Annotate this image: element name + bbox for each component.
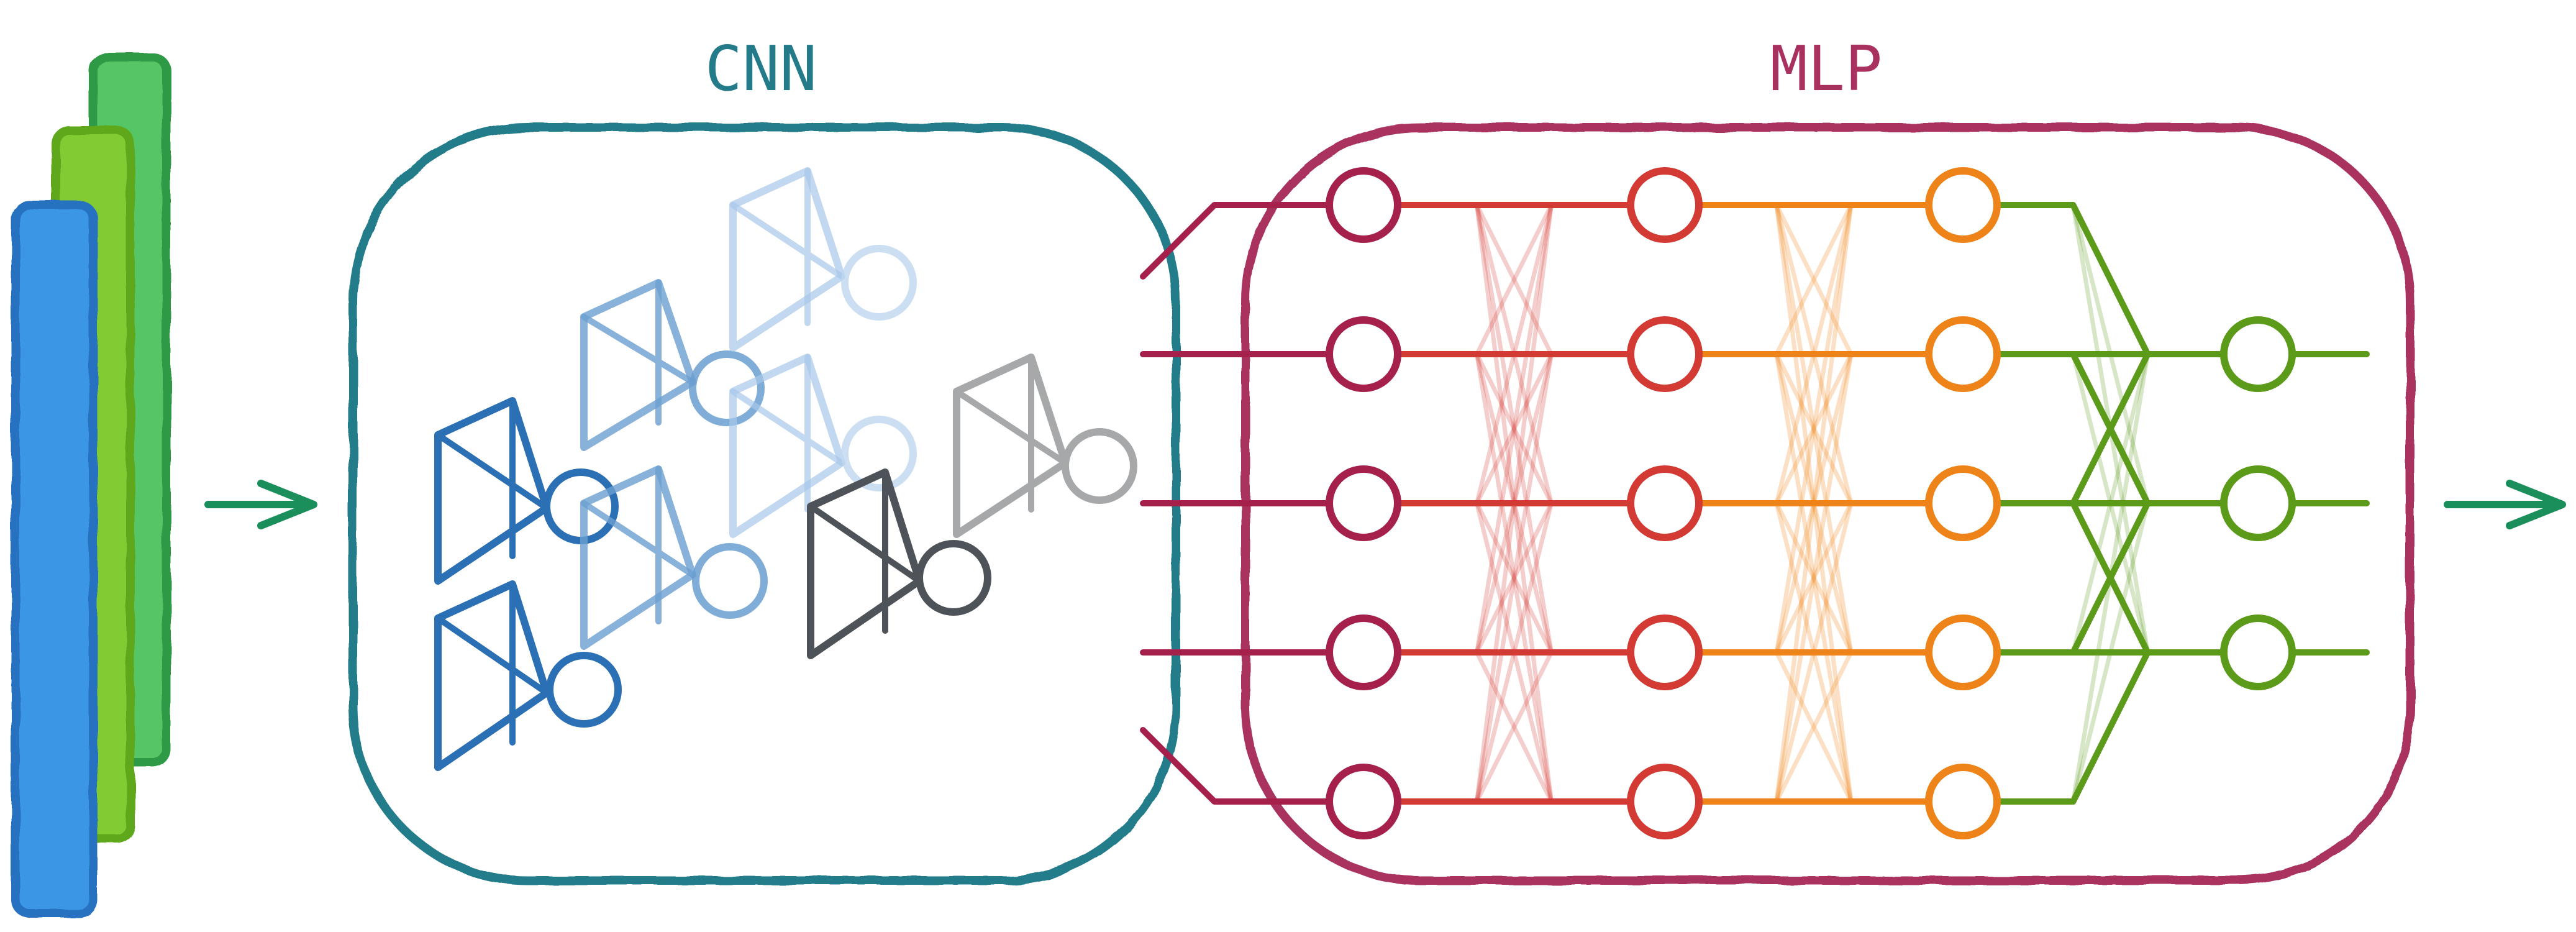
output-arrow: [2444, 480, 2566, 529]
mlp-input-line-0: [1140, 202, 1329, 280]
mlp-node-0-1: [1326, 316, 1401, 392]
mlp-node-1-0: [1627, 167, 1703, 243]
mlp-node-2-1: [1925, 316, 2001, 392]
mlp-node-0-2: [1326, 465, 1401, 541]
mlp-node-0-3: [1326, 614, 1401, 690]
cnn-node-5: [1062, 428, 1137, 504]
input-stack: [11, 53, 171, 918]
mlp-node-2-4: [1925, 764, 2001, 839]
cnn-filter-5-edges: [953, 354, 1068, 513]
mlp-node-2-0: [1925, 167, 2001, 243]
cnn-filter-1b-edges: [435, 581, 550, 746]
cnn-filter-4: [807, 468, 923, 659]
mlp-node-1-2: [1627, 465, 1703, 541]
mlp-node-2-3: [1925, 614, 2001, 690]
cnn-node-3a: [841, 245, 917, 321]
cnn-filter-1b: [434, 580, 550, 771]
cnn-filter-1a-edges: [435, 398, 550, 559]
mlp-link-1-4-3: [1700, 650, 1928, 804]
mlp-node-3-1: [2220, 465, 2296, 541]
mlp-link-0-4-3: [1398, 650, 1630, 804]
cnn-filter-2a-edges: [581, 280, 696, 426]
input-layer-blue: [11, 201, 98, 918]
cnn-node-2a: [689, 350, 765, 426]
cnn-filter-5: [953, 354, 1069, 538]
cnn-filter-2a: [580, 279, 696, 451]
mlp-link-2-2-0: [1997, 351, 2224, 506]
cnn-node-2b: [692, 543, 768, 619]
mlp-node-1-1: [1627, 316, 1703, 392]
mlp-link-0-1-0: [1398, 203, 1630, 357]
cnn-filter-1a: [434, 397, 550, 585]
cnn-node-4: [916, 540, 991, 616]
cnn-filter-2b: [580, 465, 696, 650]
mlp-node-1-4: [1627, 764, 1703, 839]
cnn-filter-3a: [729, 167, 845, 352]
mlp-node-3-0: [2220, 316, 2296, 392]
cnn-box: [348, 123, 1180, 885]
cnn-network: [434, 167, 1137, 771]
mlp-title: MLP: [1770, 32, 1883, 105]
mlp-node-3-2: [2220, 614, 2296, 690]
cnn-title: CNN: [705, 32, 817, 105]
cnn-filter-3b: [729, 354, 845, 538]
cnn-node-3b: [841, 416, 917, 491]
mlp-node-2-2: [1925, 465, 2001, 541]
mlp-input-line-4: [1140, 727, 1329, 805]
mlp-link-2-0-0: [1997, 202, 2224, 357]
cnn-filter-3b-edges: [730, 354, 845, 513]
cnn-filter-3a-edges: [730, 168, 845, 326]
mlp-node-0-4: [1326, 764, 1401, 839]
mlp-network: [1140, 167, 2370, 839]
cnn-filter-2b-edges: [581, 466, 696, 624]
mlp-link-1-1-0: [1700, 203, 1928, 357]
cnn-node-1b: [546, 652, 622, 728]
mlp-node-0-0: [1326, 167, 1401, 243]
mlp-node-1-3: [1627, 614, 1703, 690]
input-arrow: [204, 480, 317, 529]
cnn-filter-4-edges: [808, 469, 922, 634]
mlp-link-2-4-2: [1997, 649, 2224, 805]
